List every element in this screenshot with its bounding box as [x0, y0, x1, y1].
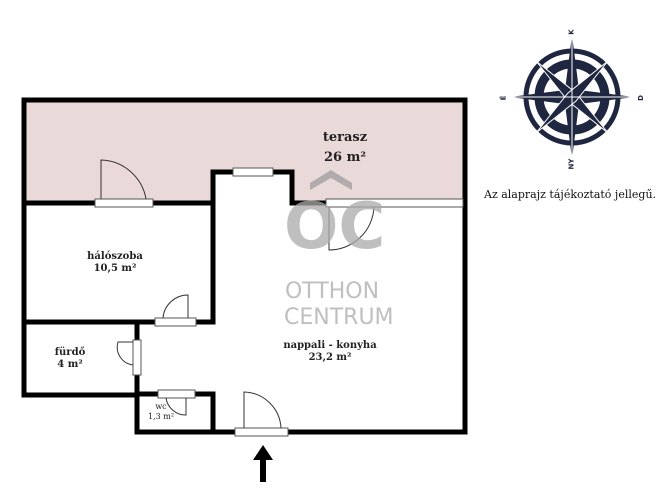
- disclaimer-note: Az alaprajz tájékoztató jellegű.: [484, 188, 657, 201]
- watermark-line1: OTTHON: [284, 279, 380, 304]
- watermark-line2: CENTRUM: [284, 305, 394, 330]
- watermark-logo: [310, 170, 352, 190]
- room-name: wc: [155, 402, 167, 411]
- compass-rose-icon: [510, 35, 634, 159]
- watermark-logo-text: OC: [284, 190, 386, 264]
- room-name: nappali - konyha: [283, 340, 377, 351]
- openings: [94, 167, 464, 437]
- compass-west-label: É: [499, 95, 508, 101]
- compass-south-label: NY: [567, 158, 576, 170]
- room-area: 26 m²: [323, 150, 367, 165]
- room-name: fürdő: [54, 347, 86, 358]
- compass-east-label: D: [636, 95, 645, 101]
- door-swings: [100, 159, 375, 429]
- room-terasz: terasz 26 m²: [300, 128, 390, 168]
- room-area: 10,5 m²: [93, 263, 137, 274]
- room-area: 1,3 m²: [147, 412, 175, 421]
- entrance-arrow-icon: [253, 445, 273, 482]
- terrace-area: [24, 100, 465, 203]
- room-area: 4 m²: [57, 359, 83, 370]
- room-area: 23,2 m²: [308, 352, 352, 363]
- compass-north-label: K: [567, 29, 576, 35]
- room-name: hálószoba: [87, 251, 143, 262]
- room-name: terasz: [322, 130, 368, 145]
